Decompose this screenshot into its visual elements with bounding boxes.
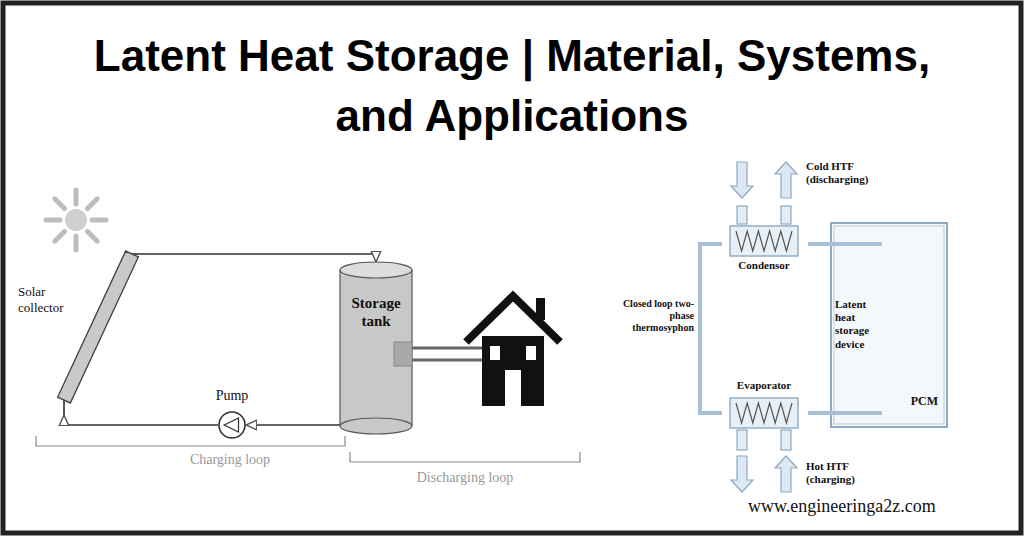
thermosyphon-pipe	[808, 242, 830, 246]
house-icon	[466, 296, 560, 406]
pipe-connector	[64, 415, 218, 425]
node-label: PCM	[884, 394, 938, 408]
loop-label: Charging loop	[150, 452, 310, 469]
pipe-connector	[246, 424, 340, 426]
heat-exchanger-pipes	[412, 348, 484, 360]
flow-label: Hot HTF (charging)	[806, 460, 886, 486]
htf-flow-arrows	[731, 162, 797, 492]
condenser-box: Condensor	[722, 222, 808, 276]
page-border	[3, 3, 1021, 533]
node-label: Latent heat storage device	[835, 298, 881, 351]
solar-collector-outline	[14, 240, 138, 415]
node-label: Evaporator	[722, 379, 806, 392]
node-label: Condensor	[722, 259, 806, 272]
pipe-connector	[138, 254, 376, 262]
pump-symbol: Pump	[218, 411, 246, 439]
storage-device: PCM Latent heat storage device	[830, 222, 948, 428]
watermark: www.engineeringa2z.com	[748, 496, 998, 518]
solar-collector: Solar collector	[14, 240, 138, 415]
node-label: Solar collector	[18, 284, 78, 315]
node-label: Storage tank	[343, 294, 409, 330]
node-label: Pump	[202, 388, 262, 405]
page-title: Latent Heat Storage | Material, Systems,…	[92, 26, 932, 146]
pump-symbol-outline	[218, 411, 246, 439]
evaporator-box: Evaporator	[722, 378, 808, 434]
storage-tank: Storage tank	[340, 262, 412, 434]
flow-label: Cold HTF (discharging)	[806, 160, 886, 186]
charging-bracket	[36, 436, 345, 446]
discharging-bracket	[350, 452, 580, 462]
thermosyphon-pipe	[808, 411, 830, 415]
sun-icon	[46, 190, 106, 250]
thermosyphon-pipe	[700, 244, 722, 413]
loop-label: Discharging loop	[390, 470, 540, 487]
loop-label: Closed loop two-phase thermosyphon	[616, 298, 694, 334]
storage-tank-outline	[340, 262, 412, 434]
